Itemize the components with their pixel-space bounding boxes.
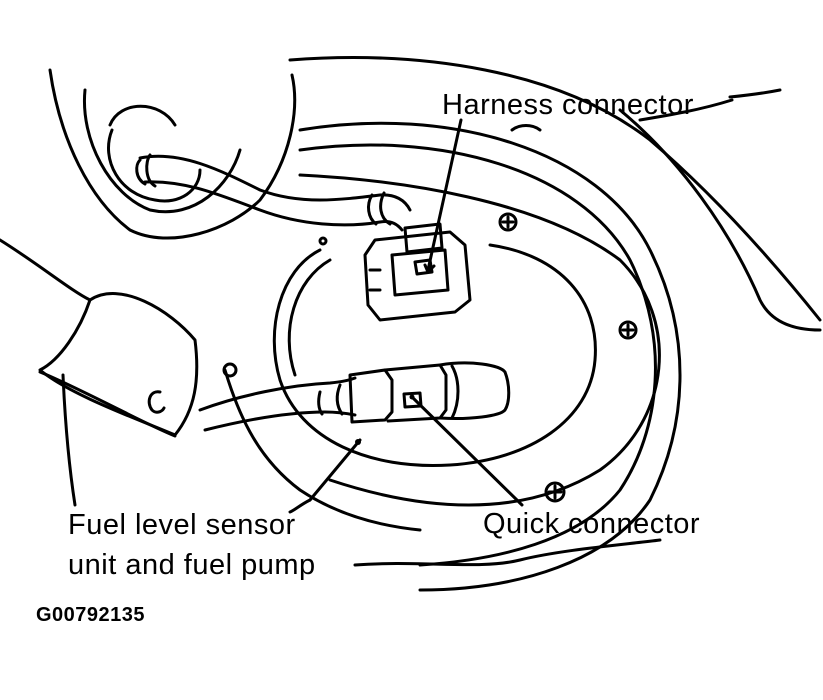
bolt-hole xyxy=(147,390,166,414)
quick-connector-label: Quick connector xyxy=(483,508,701,540)
leader-dot-fuel xyxy=(355,439,361,445)
bolt-right xyxy=(618,320,638,340)
tank-contour-1 xyxy=(288,56,822,322)
leader-fuel-tail xyxy=(288,498,312,514)
tank-contour-4 xyxy=(223,368,422,532)
leader-dot-quick xyxy=(409,394,415,400)
leader-fuel-bottom xyxy=(353,538,662,567)
leader-right-curve xyxy=(638,98,734,122)
small-hole xyxy=(318,236,328,246)
harness-connector-label: Harness connector xyxy=(442,89,694,121)
fuel-level-sensor-label-line2: unit and fuel pump xyxy=(68,549,316,581)
bolt-top xyxy=(498,212,518,232)
leader-harness xyxy=(426,118,463,272)
harness-connector-shape xyxy=(363,222,472,322)
plate-inner-disc xyxy=(272,243,597,468)
hose-sleeve-right-b xyxy=(379,191,392,226)
leader-quick xyxy=(410,395,524,507)
quick-connector-shape xyxy=(317,361,511,424)
tank-contour-3 xyxy=(298,143,657,567)
opening-mid xyxy=(82,88,242,214)
tank-top-line xyxy=(728,88,782,99)
opening-rim xyxy=(108,104,177,127)
hose-sleeve-right xyxy=(367,193,378,226)
leader-fuel xyxy=(308,438,362,502)
fuel-hose-bottom xyxy=(203,410,357,432)
bolt-left xyxy=(222,362,238,378)
fuel-hose-top xyxy=(198,376,357,412)
body-lower-edge xyxy=(38,370,177,438)
plate-inner-ring xyxy=(287,258,332,377)
harness-hose-bottom xyxy=(143,180,404,232)
tank-contour-right xyxy=(618,108,822,332)
plate-outer xyxy=(298,173,661,507)
figure-code: G00792135 xyxy=(36,604,146,626)
tank-contour-2 xyxy=(298,121,682,592)
left-panel-line xyxy=(61,373,77,507)
fuel-level-sensor-label-line1: Fuel level sensor xyxy=(68,509,296,541)
hose-sleeve-left xyxy=(135,158,147,186)
harness-hose-top xyxy=(138,154,412,212)
small-mark xyxy=(510,124,542,132)
leader-harness-arrow xyxy=(423,263,436,274)
hose-sleeve-left-b xyxy=(145,153,157,188)
bolt-bottom xyxy=(544,481,566,503)
body-outline xyxy=(0,238,199,437)
opening-outer xyxy=(48,68,297,240)
